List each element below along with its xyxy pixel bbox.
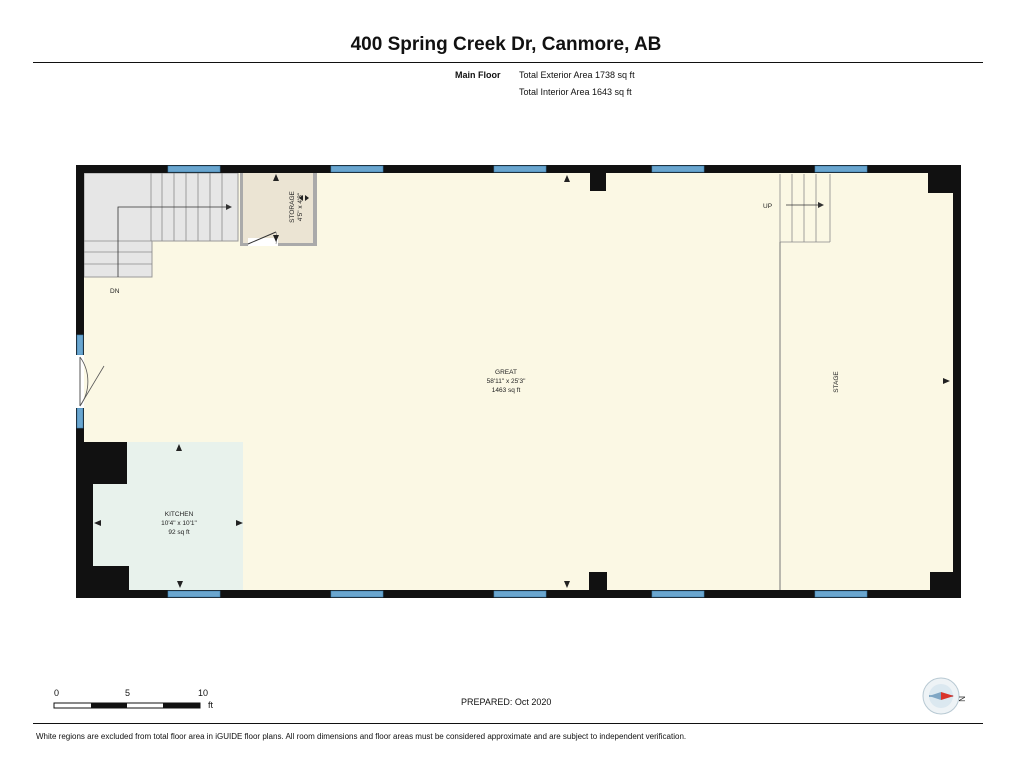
- compass-icon: N: [921, 677, 971, 720]
- prepared-date: PREPARED: Oct 2020: [461, 697, 552, 707]
- storage-dims: 4'5" x 4'8": [297, 192, 304, 221]
- page-title: 400 Spring Creek Dr, Canmore, AB: [350, 34, 662, 55]
- interior-area: Total Interior Area 1643 sq ft: [519, 87, 632, 97]
- scale-tick-5: 5: [125, 688, 131, 698]
- storage-name: STORAGE: [289, 191, 296, 223]
- scale-bar: [53, 702, 201, 709]
- compass-north-label: N: [957, 696, 966, 702]
- header-divider: [33, 62, 983, 63]
- footer-divider: [33, 723, 983, 724]
- storage-floor: [242, 172, 314, 246]
- kitchen-area: 92 sq ft: [168, 529, 190, 536]
- dimension-markers: [94, 174, 950, 588]
- floor-label: Main Floor: [455, 70, 501, 80]
- stairs-down-label: DN: [110, 288, 120, 295]
- exterior-area: Total Exterior Area 1738 sq ft: [519, 70, 635, 80]
- disclaimer: White regions are excluded from total fl…: [36, 732, 687, 741]
- kitchen-dims: 10'4" x 10'1": [161, 520, 197, 527]
- stage-name: STAGE: [833, 371, 840, 393]
- scale-tick-0: 0: [54, 688, 60, 698]
- windows: [76, 165, 868, 598]
- great-room-name: GREAT: [495, 369, 517, 376]
- great-room-dims: 58'11" x 25'3": [487, 378, 526, 385]
- scale-tick-10: 10: [198, 688, 209, 698]
- entry-door: [76, 355, 105, 408]
- stairs-up-label: UP: [763, 203, 772, 210]
- stairs-up: [779, 174, 831, 243]
- kitchen-name: KITCHEN: [165, 511, 194, 518]
- scale-unit: ft: [208, 700, 214, 710]
- great-room-area: 1463 sq ft: [492, 387, 521, 394]
